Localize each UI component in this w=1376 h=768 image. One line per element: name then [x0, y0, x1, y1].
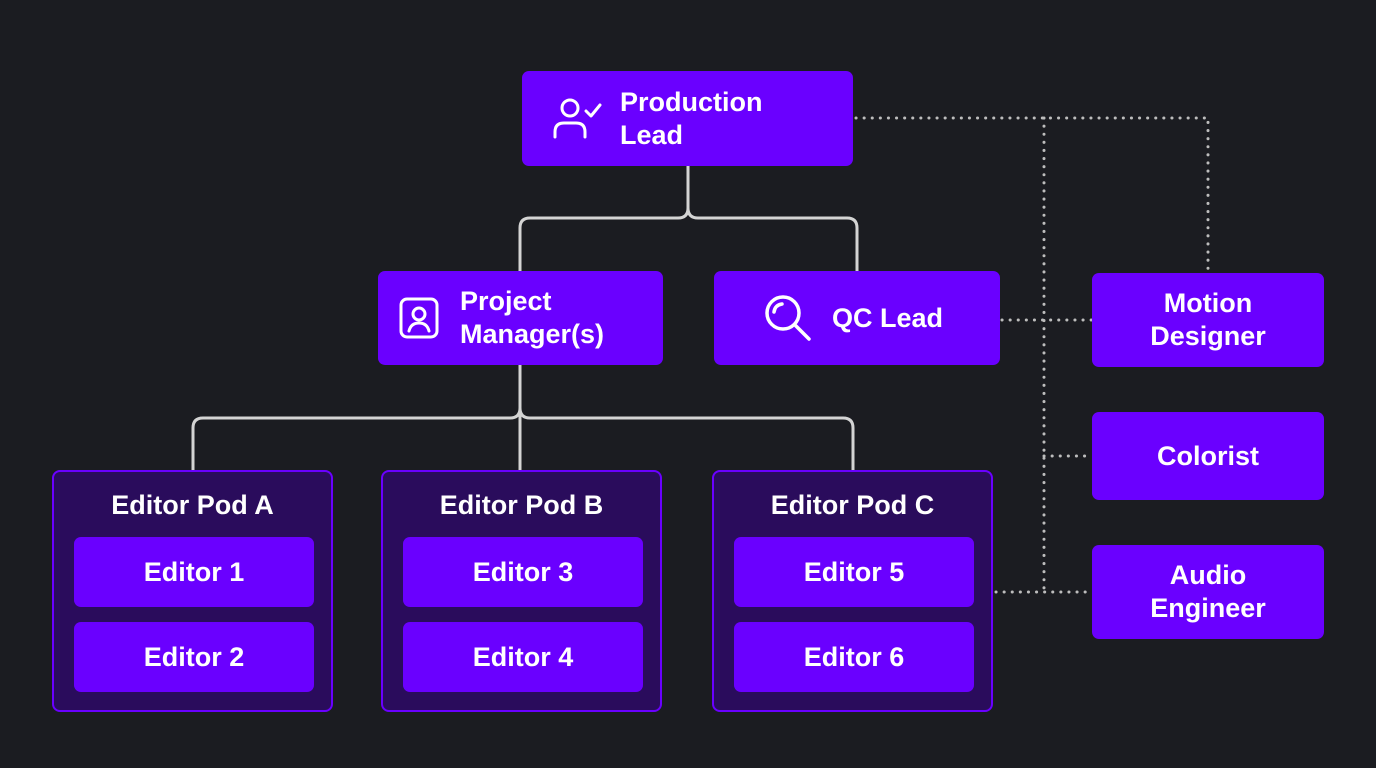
connector-manager-to-pod-c [518, 406, 855, 472]
connector-lead-to-qc [686, 206, 859, 274]
colorist-label: Colorist [1156, 440, 1259, 471]
motion-designer-label: Motion Designer [1150, 288, 1266, 351]
editor-card[interactable]: Editor 3 [403, 537, 643, 607]
connector-lead-to-managers [518, 164, 690, 274]
magnifier-icon [762, 292, 814, 344]
audio-engineer-node[interactable]: Audio Engineer [1092, 545, 1324, 639]
qc-lead-node[interactable]: QC Lead [714, 271, 1000, 365]
user-check-icon [550, 95, 602, 143]
pod-title: Editor Pod A [111, 490, 274, 520]
production-lead-node[interactable]: Production Lead [522, 71, 853, 166]
qc-lead-label: QC Lead [832, 302, 944, 333]
editor-card[interactable]: Editor 1 [74, 537, 314, 607]
editor-pod-a[interactable]: Editor Pod A Editor 1 Editor 2 [52, 470, 333, 712]
user-badge-icon [398, 295, 440, 341]
project-manager-node[interactable]: Project Manager(s) [378, 271, 663, 365]
editor-card[interactable]: Editor 6 [734, 622, 974, 692]
production-lead-label: Production Lead [620, 86, 763, 150]
dotted-lead-to-specialists [854, 116, 1210, 274]
pod-title: Editor Pod B [439, 490, 604, 520]
editor-card[interactable]: Editor 2 [74, 622, 314, 692]
project-manager-label: Project Manager(s) [460, 286, 605, 349]
audio-engineer-label: Audio Engineer [1150, 560, 1266, 623]
connector-manager-to-pod-a [191, 363, 522, 472]
pod-title: Editor Pod C [770, 490, 935, 520]
editor-card[interactable]: Editor 5 [734, 537, 974, 607]
motion-designer-node[interactable]: Motion Designer [1092, 273, 1324, 367]
colorist-node[interactable]: Colorist [1092, 412, 1324, 500]
editor-card[interactable]: Editor 4 [403, 622, 643, 692]
editor-pod-c[interactable]: Editor Pod C Editor 5 Editor 6 [712, 470, 993, 712]
editor-pod-b[interactable]: Editor Pod B Editor 3 Editor 4 [381, 470, 662, 712]
